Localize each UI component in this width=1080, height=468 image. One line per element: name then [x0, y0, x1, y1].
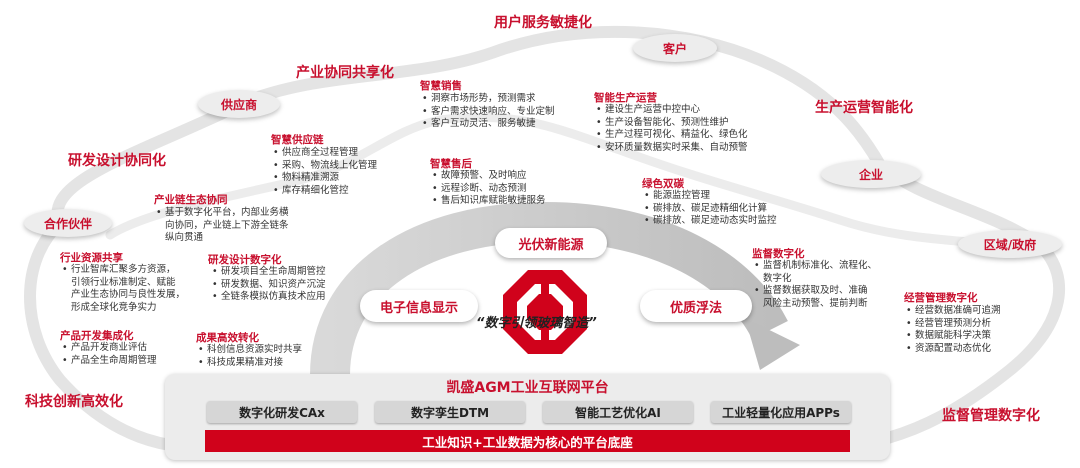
green-carbon-item: 能源监控管理 [644, 190, 777, 203]
result-transform-item: 科创信息资源实时共享 [198, 344, 302, 357]
smart-production-item: 建设生产运营中控中心 [596, 104, 748, 117]
smart-after-sales-item: 售后知识库赋能敏捷服务 [432, 195, 546, 208]
smart-supply-item: 物料精准溯源 [273, 172, 377, 185]
label-supervision: 监督管理数字化 [942, 408, 1040, 424]
smart-sales-item: 洞察市场形势，预测需求 [422, 93, 555, 106]
smart-sales-list: 洞察市场形势，预测需求 客户需求快速响应、专业定制 客户互动灵活、服务敏捷 [422, 93, 555, 131]
rd-digital-title: 研发设计数字化 [208, 254, 282, 266]
center-arc-arrow [310, 201, 788, 376]
industry-eco-list: 基于数字化平台，内部业务横 向协同，产业链上下游全链条 纵向贯通 [156, 207, 289, 245]
result-transform-item: 科技成果精准对接 [198, 357, 302, 370]
smart-sales-item: 客户需求快速响应、专业定制 [422, 106, 555, 119]
smart-production-item: 生产设备智能化、预测性维护 [596, 117, 748, 130]
industry-resource-item: 引领行业标准制定、赋能 [71, 276, 176, 288]
product-dev-item: 产品全生命周期管理 [62, 355, 157, 368]
industry-eco-item: 向协同，产业链上下游全链条 [165, 219, 289, 231]
smart-production-item: 安环质量数据实时采集、自动预警 [596, 142, 748, 155]
label-industry-collab: 产业协同共享化 [296, 65, 394, 81]
center-arrow-head [745, 318, 800, 370]
company-logo [503, 270, 587, 354]
platform-box: 凯盛AGM工业互联网平台 数字化研发CAx 数字孪生DTM 智能工艺优化AI 工… [165, 374, 890, 460]
smart-supply-item: 采购、物流线上化管理 [273, 160, 377, 173]
product-dev-list: 产品开发商业评估 产品全生命周期管理 [62, 342, 157, 367]
ops-digital-item: 经营数据准确可追溯 [906, 305, 1001, 318]
result-transform-list: 科创信息资源实时共享 科技成果精准对接 [198, 344, 302, 369]
smart-after-sales-list: 故障预警、及时响应 远程诊断、动态预测 售后知识库赋能敏捷服务 [432, 170, 546, 208]
node-customer: 客户 [633, 34, 717, 62]
node-region-gov: 区域/政府 [958, 230, 1062, 258]
smart-sales-title: 智慧销售 [420, 80, 462, 92]
smart-after-sales-item: 远程诊断、动态预测 [432, 183, 546, 196]
smart-supply-item: 库存精细化管控 [273, 185, 377, 198]
smart-after-sales-item: 故障预警、及时响应 [432, 170, 546, 183]
rd-digital-item: 研发项目全生命周期管控 [212, 266, 326, 279]
label-tech-innovation: 科技创新高效化 [25, 394, 123, 410]
pill-pv: 光伏新能源 [495, 228, 607, 258]
product-dev-title: 产品开发集成化 [60, 330, 134, 342]
tool-apps: 工业轻量化应用APPs [711, 401, 851, 423]
product-dev-item: 产品开发商业评估 [62, 342, 157, 355]
industry-resource-item: 形成全球化竞争实力 [71, 301, 157, 313]
ops-digital-title: 经营管理数字化 [904, 292, 978, 304]
node-enterprise: 企业 [821, 160, 921, 188]
platform-base-bar: 工业知识+工业数据为核心的平台底座 [205, 430, 850, 452]
tool-dtm: 数字孪生DTM [375, 401, 525, 423]
smart-production-item: 生产过程可视化、精益化、绿色化 [596, 129, 748, 142]
supervision-digital-item: 监督数据获取及时、准确 [754, 285, 877, 298]
ops-digital-item: 经营管理预测分析 [906, 318, 1001, 331]
ops-digital-list: 经营数据准确可追溯 经营管理预测分析 数据赋能科学决策 资源配置动态优化 [906, 305, 1001, 355]
supervision-digital-title: 监督数字化 [752, 248, 805, 260]
industry-resource-item: 产业生态协同与良性发展， [71, 289, 186, 300]
rd-digital-item: 全链条模拟仿真技术应用 [212, 291, 326, 304]
platform-title: 凯盛AGM工业互联网平台 [446, 380, 609, 396]
green-carbon-item: 碳排放、碳足迹精细化计算 [644, 203, 777, 216]
tool-ai: 智能工艺优化AI [543, 401, 693, 423]
smart-production-title: 智能生产运营 [594, 92, 657, 104]
smart-sales-item: 客户互动灵活、服务敏捷 [422, 118, 555, 131]
industry-resource-list: 行业智库汇聚多方资源， 引领行业标准制定、赋能 产业生态协同与良性发展， 形成全… [62, 264, 185, 314]
pill-electronic: 电子信息显示 [360, 290, 478, 322]
rd-digital-item: 研发数据、知识资产沉淀 [212, 279, 326, 292]
result-transform-title: 成果高效转化 [196, 332, 259, 344]
smart-after-sales-title: 智慧售后 [430, 158, 472, 170]
supervision-digital-item: 数字化 [763, 272, 792, 284]
industry-eco-title: 产业链生态协同 [154, 194, 228, 206]
label-user-service: 用户服务敏捷化 [494, 15, 592, 31]
smart-supply-title: 智慧供应链 [271, 134, 324, 146]
node-supplier: 供应商 [198, 90, 280, 118]
pill-float-glass: 优质浮法 [640, 290, 752, 322]
outer-ring-left [24, 217, 176, 451]
supervision-digital-list: 监督机制标准化、流程化、 数字化 监督数据获取及时、准确 风险主动预警、提前判断 [754, 260, 877, 310]
label-rd-collab: 研发设计协同化 [68, 153, 166, 169]
industry-eco-item: 纵向贯通 [165, 232, 204, 243]
industry-eco-item: 基于数字化平台，内部业务横 [156, 207, 289, 220]
smart-production-list: 建设生产运营中控中心 生产设备智能化、预测性维护 生产过程可视化、精益化、绿色化… [596, 104, 748, 154]
rd-digital-list: 研发项目全生命周期管控 研发数据、知识资产沉淀 全链条模拟仿真技术应用 [212, 266, 326, 304]
industry-resource-title: 行业资源共享 [60, 252, 123, 264]
supervision-digital-item: 风险主动预警、提前判断 [763, 297, 868, 309]
industry-resource-item: 行业智库汇聚多方资源， [62, 264, 185, 277]
tool-cax: 数字化研发CAx [207, 401, 357, 423]
ops-digital-item: 数据赋能科学决策 [906, 330, 1001, 343]
node-partner: 合作伙伴 [24, 209, 112, 237]
ops-digital-item: 资源配置动态优化 [906, 343, 1001, 356]
supervision-digital-item: 监督机制标准化、流程化、 [754, 260, 877, 273]
slogan: “数字引领玻璃智造” [476, 316, 597, 331]
green-carbon-list: 能源监控管理 碳排放、碳足迹精细化计算 碳排放、碳足迹动态实时监控 [644, 190, 777, 228]
smart-supply-item: 供应商全过程管理 [273, 147, 377, 160]
smart-supply-list: 供应商全过程管理 采购、物流线上化管理 物料精准溯源 库存精细化管控 [273, 147, 377, 197]
green-carbon-title: 绿色双碳 [642, 178, 684, 190]
label-production-intel: 生产运营智能化 [815, 100, 913, 116]
green-carbon-item: 碳排放、碳足迹动态实时监控 [644, 215, 777, 228]
